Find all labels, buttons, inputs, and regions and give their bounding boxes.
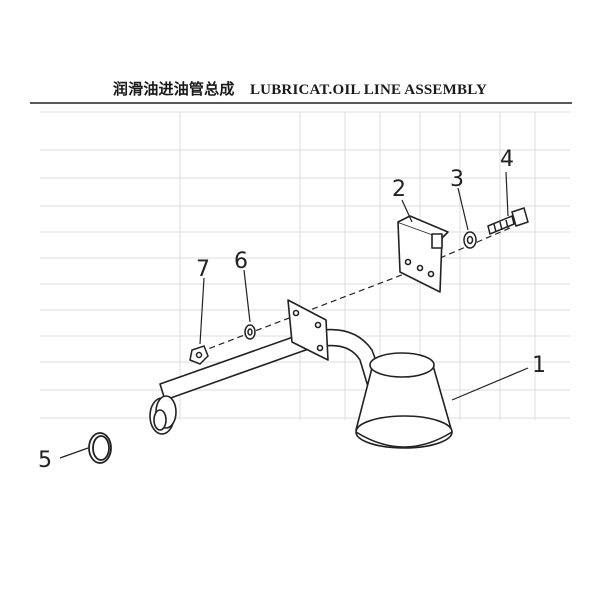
callout-7: 7	[196, 257, 210, 282]
callout-2: 2	[392, 177, 406, 202]
oil-pipe-part-1	[149, 299, 453, 449]
callout-6: 6	[234, 249, 248, 274]
washer-part-3	[463, 231, 477, 249]
title-english: LUBRICAT.OIL LINE ASSEMBLY	[249, 82, 488, 98]
callout-1: 1	[532, 353, 546, 378]
o-ring-part-5	[88, 432, 112, 464]
callout-5: 5	[38, 448, 52, 473]
background-table-ghost	[40, 111, 570, 420]
nut-part-7	[189, 345, 209, 365]
bolt-axis-line	[439, 227, 511, 259]
bolt-part-4	[487, 207, 529, 236]
leader-lines	[59, 171, 529, 459]
bracket-part-2	[397, 215, 449, 293]
page-title: 润滑油进油管总成 LUBRICAT.OIL LINE ASSEMBLY	[0, 78, 600, 99]
callout-4: 4	[500, 147, 514, 172]
washer-part-6	[244, 324, 256, 340]
callout-3: 3	[450, 167, 464, 192]
title-chinese: 润滑油进油管总成	[112, 80, 235, 98]
